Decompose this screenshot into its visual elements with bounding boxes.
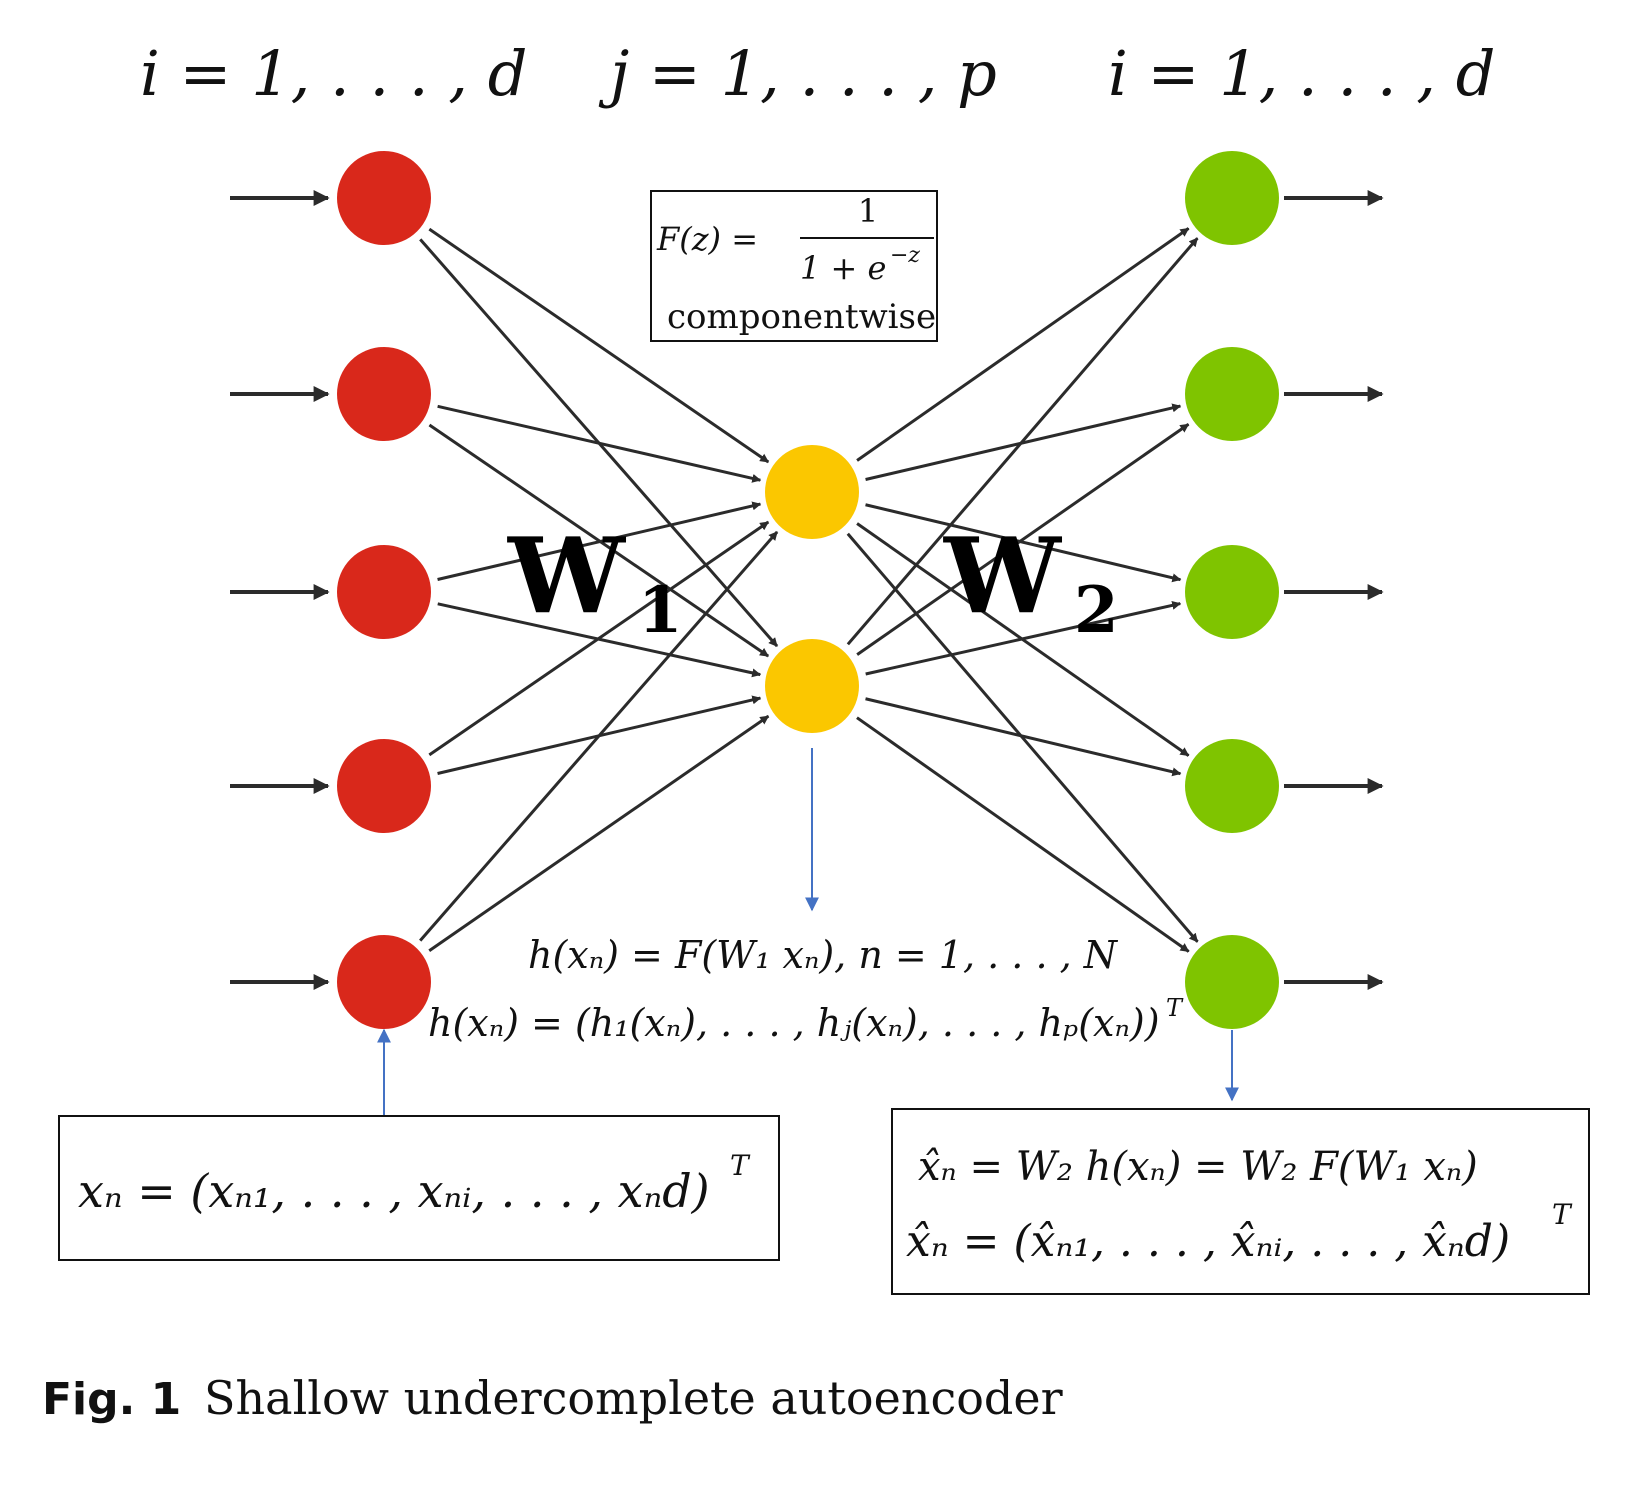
activation-denominator-exponent: −z (890, 243, 920, 268)
decoder-edge-2-3 (865, 600, 1182, 676)
output-node-3 (1185, 545, 1279, 639)
hidden-node-1 (765, 445, 859, 539)
node-layer (337, 151, 1279, 1029)
output-node-5 (1185, 935, 1279, 1029)
activation-denominator: 1 + e (800, 249, 886, 287)
output-node-4 (1185, 739, 1279, 833)
output-equation-2-sup: T (1552, 1198, 1573, 1231)
output-equation-2: x̂ₙ = (x̂ₙ₁, . . . , x̂ₙᵢ, . . . , x̂ₙd) (906, 1216, 1510, 1267)
output-node-1 (1185, 151, 1279, 245)
w1-base: W (507, 514, 627, 637)
encoder-edge-5-1 (419, 530, 779, 942)
encoder-edge-4-1 (428, 520, 770, 757)
input-vector-text: xₙ = (xₙ₁, . . . , xₙᵢ, . . . , xₙd) (78, 1164, 710, 1218)
figure-caption-label: Fig. 1 (42, 1374, 181, 1425)
w2-subscript: 2 (1074, 573, 1119, 648)
encoder-edge-3-1 (437, 501, 762, 581)
hidden-equation-2: h(xₙ) = (h₁(xₙ), . . . , hⱼ(xₙ), . . . ,… (428, 1001, 1160, 1045)
weight-label-w1: W 1 (507, 514, 683, 648)
activation-lhs: F(z) = (656, 220, 758, 258)
input-node-3 (337, 545, 431, 639)
figure-caption-text: Shallow undercomplete autoencoder (204, 1371, 1063, 1425)
decoder-edge-2-4 (865, 697, 1182, 777)
decoder-edge-1-5 (846, 532, 1199, 943)
w1-subscript: 1 (638, 573, 683, 648)
input-index-label: i = 1, . . . , d (140, 37, 527, 110)
output-vector-box: x̂ₙ = W₂ h(xₙ) = W₂ F(W₁ xₙ) x̂ₙ = (x̂ₙ₁… (891, 1108, 1590, 1295)
w2-base: W (943, 514, 1063, 637)
weight-label-w2: W 2 (943, 514, 1119, 648)
hidden-equation-1: h(xₙ) = F(W₁ xₙ), n = 1, . . . , N (528, 933, 1119, 977)
output-index-label: i = 1, . . . , d (1108, 37, 1495, 110)
activation-box: F(z) = 1 1 + e −z componentwise (650, 190, 938, 342)
input-node-4 (337, 739, 431, 833)
input-node-1 (337, 151, 431, 245)
edge-layer (230, 190, 1384, 990)
input-node-5 (337, 935, 431, 1029)
hidden-index-label: j = 1, . . . , p (598, 37, 997, 110)
decoder-edge-2-2 (856, 423, 1190, 656)
encoder-edge-1-1 (428, 227, 770, 464)
activation-numerator: 1 (858, 192, 878, 230)
activation-note: componentwise (667, 297, 936, 337)
output-node-2 (1185, 347, 1279, 441)
input-node-2 (337, 347, 431, 441)
input-vector-box: xₙ = (xₙ₁, . . . , xₙᵢ, . . . , xₙd) T (58, 1115, 780, 1261)
hidden-equation-2-sup: T (1166, 994, 1184, 1022)
encoder-edge-2-1 (437, 404, 762, 483)
hidden-node-2 (765, 639, 859, 733)
decoder-edge-2-1 (846, 237, 1199, 646)
input-vector-sup: T (730, 1149, 751, 1182)
decoder-edge-1-3 (865, 503, 1182, 583)
encoder-edge-5-2 (428, 714, 770, 952)
output-equation-1: x̂ₙ = W₂ h(xₙ) = W₂ F(W₁ xₙ) (918, 1144, 1478, 1190)
decoder-edge-1-1 (856, 227, 1190, 462)
decoder-edge-2-5 (856, 716, 1190, 953)
